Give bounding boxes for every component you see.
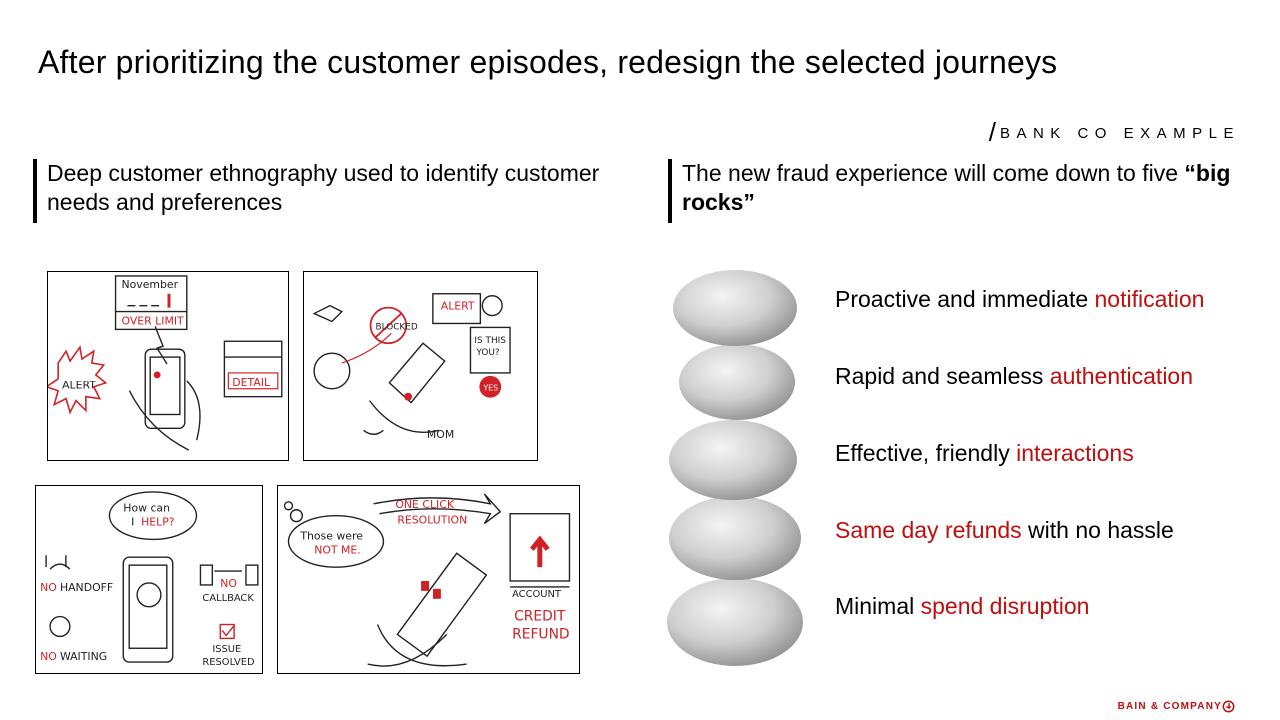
sketch-you-label: YOU? [475,348,499,358]
stone-3 [669,420,797,500]
big-rock-3-text: Effective, friendly [835,440,1017,466]
sketch-interactions-illustration: How can I HELP? NO HANDOFF NO CALLBACK N… [40,491,259,668]
big-rock-2: Rapid and seamless authentication [835,361,1193,391]
sketch-authentication-illustration: BLOCKED ALERT IS THIS YOU? YES MOM [312,293,511,441]
stone-4 [669,496,801,580]
sketch-resolved-label: RESOLVED [202,657,255,668]
right-heading-bold: “big rocks” [682,160,1231,215]
left-heading-text: Deep customer ethnography used to identi… [47,160,600,215]
sketch-help-label: HELP? [141,516,175,529]
big-rock-1-highlight: notification [1094,286,1205,312]
sketch-i-label: I [131,516,134,529]
sketch-authentication: BLOCKED ALERT IS THIS YOU? YES MOM [303,271,538,461]
sketch-no-callback-no: NO [220,577,237,590]
big-rock-5-text: Minimal [835,593,921,619]
sketch-detail-label: DETAIL [232,376,270,389]
stone-1 [673,270,797,346]
sketch-how-can-label: How can [123,502,170,515]
sketch-alert-label-2: ALERT [441,300,475,313]
sketch-interactions: How can I HELP? NO HANDOFF NO CALLBACK N… [35,485,263,674]
sketch-waiting-label: WAITING [60,650,107,663]
sketch-no-handoff-no: NO [40,581,57,594]
sketch-no-waiting-no: NO [40,650,57,663]
example-tag: /BANK CO EXAMPLE [988,117,1240,147]
big-rock-5-highlight: spend disruption [920,593,1090,619]
sketch-one-click-label: ONE CLICK [395,498,454,511]
sketch-credit-label: CREDIT [514,609,566,625]
sketch-handoff-label: HANDOFF [60,581,113,594]
sketch-issue-label: ISSUE [212,644,241,655]
sketch-notification: November OVER LIMIT ALERT DETAIL [47,271,289,461]
sketch-refund-illustration: Those were NOT ME. ONE CLICK RESOLUTION … [283,493,571,667]
sketch-alert-label: ALERT [62,379,96,392]
sketch-is-this-label: IS THIS [474,336,506,346]
sketch-blocked-label: BLOCKED [375,322,417,332]
stone-2 [679,344,795,420]
big-rock-2-highlight: authentication [1049,363,1194,389]
sketch-notification-illustration: November OVER LIMIT ALERT DETAIL [48,275,283,451]
page-title: After prioritizing the customer episodes… [38,44,1058,80]
sketch-callback-label: CALLBACK [202,593,254,604]
left-section-heading: Deep customer ethnography used to identi… [33,159,607,223]
big-rock-1: Proactive and immediate notification [835,284,1204,314]
sketch-account-label: ACCOUNT [512,589,562,600]
big-rock-4-highlight: Same day refunds [835,517,1022,543]
sketch-not-me-label: NOT ME. [314,543,361,556]
big-rock-3: Effective, friendly interactions [835,438,1134,468]
sketch-refund-label: REFUND [512,626,569,642]
right-section-heading: The new fraud experience will come down … [668,159,1242,223]
sketch-those-were-label: Those were [299,529,363,542]
big-rock-3-highlight: interactions [1016,440,1134,466]
brand-logo-text: BAIN & COMPANY [1117,701,1222,712]
slash-mark: / [988,117,996,147]
sketch-over-limit-label: OVER LIMIT [121,314,184,327]
stone-5 [667,578,803,666]
example-tag-text: BANK CO EXAMPLE [999,125,1240,142]
big-rock-4: Same day refunds with no hassle [835,515,1174,545]
big-rock-5: Minimal spend disruption [835,591,1089,621]
big-rock-4-suffix: with no hassle [1021,517,1174,543]
sketch-refund: Those were NOT ME. ONE CLICK RESOLUTION … [277,485,580,674]
big-rock-1-text: Proactive and immediate [835,286,1095,312]
brand-logo-icon [1222,700,1235,713]
right-heading-text: The new fraud experience will come down … [682,160,1185,186]
sketch-mom-label: MOM [427,428,454,441]
sketch-yes-label: YES [482,384,498,393]
big-rock-2-text: Rapid and seamless [835,363,1050,389]
stacked-stones-image [667,270,803,666]
sketch-resolution-label: RESOLUTION [397,514,467,527]
sketch-month-label: November [121,278,178,291]
